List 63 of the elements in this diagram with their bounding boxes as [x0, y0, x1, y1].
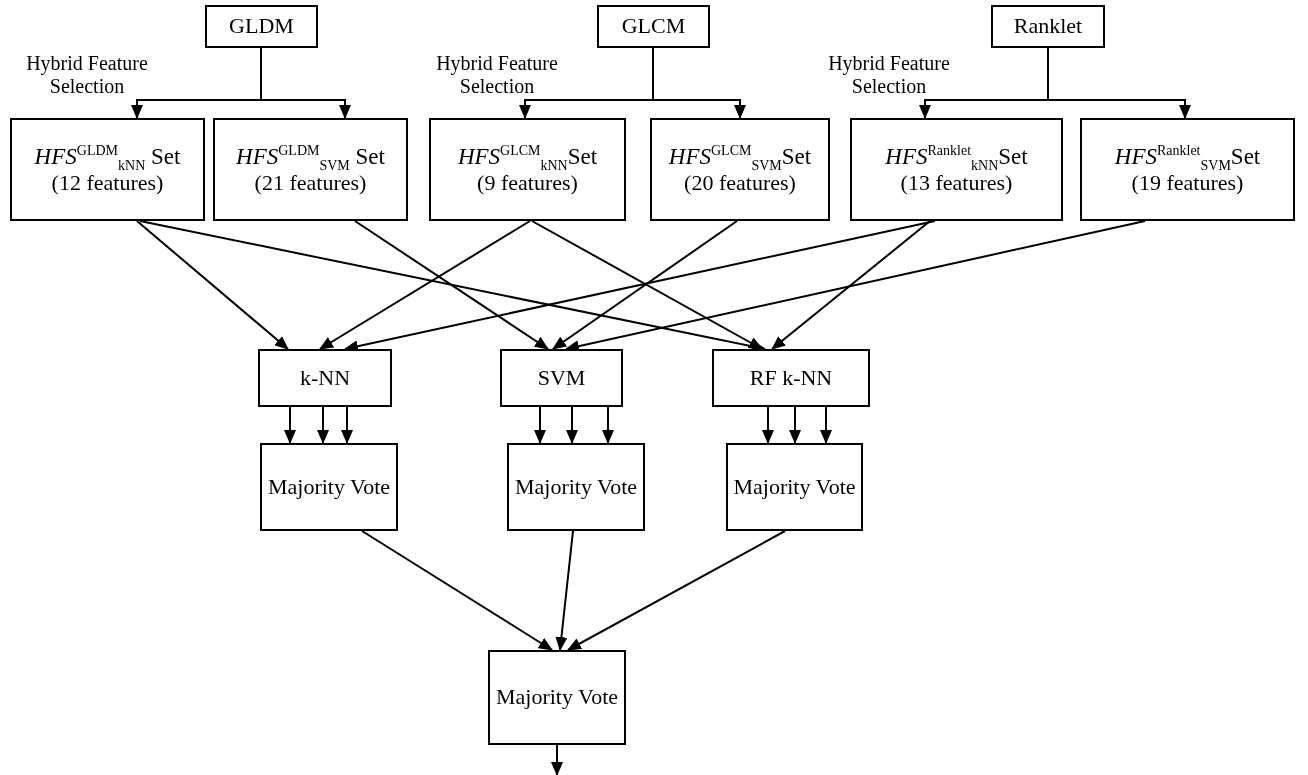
arrow: [771, 220, 931, 350]
process-box: [991, 5, 1105, 48]
arrow: [552, 220, 738, 350]
box-text: (19 features): [1131, 170, 1244, 197]
process-box: [205, 5, 318, 48]
process-box: [258, 349, 392, 407]
process-box: [712, 349, 870, 407]
box-text: Majority Vote: [515, 473, 637, 501]
process-box: [260, 443, 398, 531]
arrow: [555, 530, 574, 651]
box-text: (21 features): [254, 170, 367, 197]
annotation-text: Hybrid Feature Selection: [25, 52, 149, 98]
process-box: [213, 118, 408, 221]
process-box: [429, 118, 626, 221]
annotation-text: Hybrid Feature Selection: [827, 52, 951, 98]
arrow: [136, 220, 289, 350]
arrow: [551, 744, 563, 775]
box-text: (9 features): [477, 170, 578, 197]
arrow: [260, 47, 351, 119]
box-text: GLDM: [229, 13, 294, 40]
process-box: [10, 118, 205, 221]
box-text: HFS$^{GLCM}$$_{kNN}$Set: [457, 142, 598, 171]
process-box: [650, 118, 830, 221]
arrow: [820, 406, 832, 444]
arrow: [567, 530, 786, 651]
box-text: SVM: [537, 364, 586, 392]
box-text: Majority Vote: [268, 473, 390, 501]
process-box: [850, 118, 1063, 221]
box-text: HFS$^{GLDM}$$_{kNN}$ Set: [34, 142, 181, 171]
box-text: RF k-NN: [749, 364, 833, 392]
box-text: k-NN: [299, 364, 351, 392]
process-box: [597, 5, 710, 48]
box-text: HFS$^{GLCM}$$_{SVM}$Set: [668, 142, 812, 171]
process-box: [500, 349, 623, 407]
box-text: HFS$^{GLDM}$$_{SVM}$ Set: [236, 142, 385, 171]
arrow: [789, 406, 801, 444]
annotation-text: Hybrid Feature Selection: [435, 52, 559, 98]
box-text: Ranklet: [1013, 13, 1083, 40]
process-box: [488, 650, 626, 745]
arrow: [762, 406, 774, 444]
process-box: [726, 443, 863, 531]
arrow: [354, 220, 549, 350]
arrow: [534, 406, 546, 444]
arrow: [284, 406, 296, 444]
arrow: [341, 406, 353, 444]
arrow: [566, 406, 578, 444]
box-text: (13 features): [900, 170, 1013, 197]
arrow: [361, 530, 553, 651]
arrow: [531, 220, 763, 350]
process-box: [507, 443, 645, 531]
box-text: GLCM: [621, 13, 686, 40]
arrow: [319, 220, 531, 350]
box-text: (12 features): [51, 170, 164, 197]
box-text: HFS$^{Ranklet}$$_{kNN}$Set: [885, 142, 1028, 171]
process-box: [1080, 118, 1295, 221]
arrow: [602, 406, 614, 444]
box-text: Majority Vote: [733, 473, 856, 501]
box-text: HFS$^{Ranklet}$$_{SVM}$Set: [1114, 142, 1261, 171]
box-text: Majority Vote: [496, 684, 618, 711]
arrow: [652, 47, 746, 119]
box-text: (20 features): [684, 170, 796, 197]
arrow: [317, 406, 329, 444]
arrow: [1047, 47, 1191, 119]
